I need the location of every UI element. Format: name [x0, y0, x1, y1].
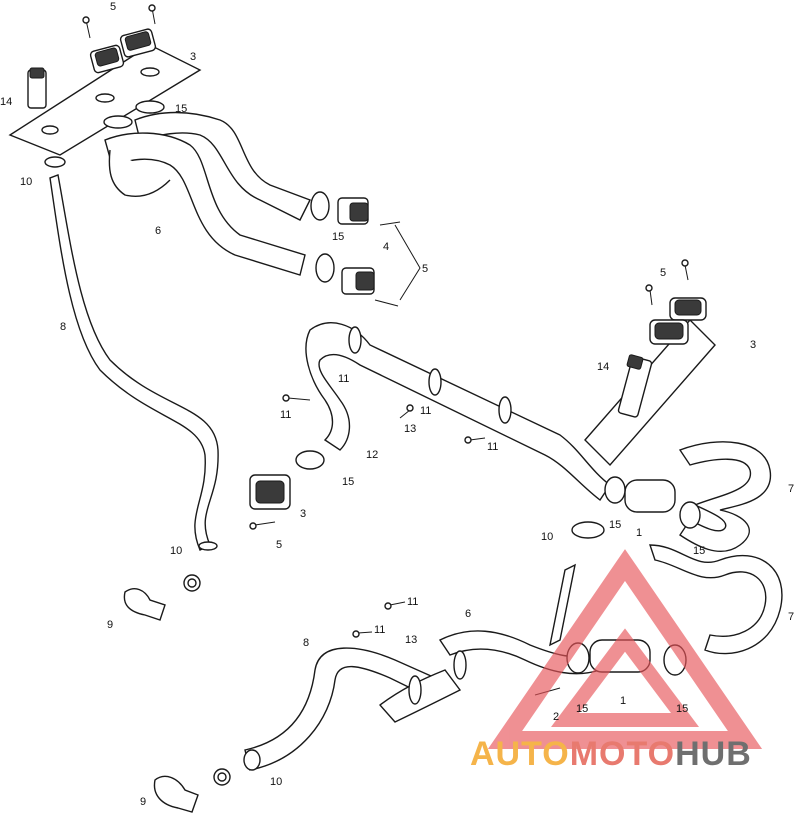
hose-7-lower: [649, 544, 783, 655]
watermark-triangle: [487, 549, 763, 749]
deck-plate-right: [584, 318, 716, 467]
callout-3-center: 3: [300, 508, 306, 520]
callout-15-center: 15: [342, 476, 354, 488]
outlet-4-lower: [341, 267, 375, 295]
hose-8-left: [49, 174, 219, 551]
elbow-9-left: [123, 574, 201, 621]
callout-11-a: 11: [338, 373, 349, 385]
callout-10-left: 10: [170, 545, 182, 557]
callout-8-left: 8: [60, 321, 66, 333]
callout-15-top: 15: [175, 103, 187, 115]
callout-11-e: 11: [407, 596, 418, 608]
callout-15-lower-b: 15: [676, 703, 688, 715]
callout-5-right: 5: [660, 267, 666, 279]
callout-12: 12: [366, 449, 378, 461]
hose-main-center: [305, 322, 611, 502]
callout-6-top: 6: [155, 225, 161, 237]
logo-moto: MOTO: [569, 735, 676, 773]
elbow-9-bottom: [153, 768, 231, 813]
callout-10-top: 10: [20, 176, 32, 188]
ring-10-left: [198, 541, 218, 551]
outlet-3-center: [249, 474, 291, 510]
callout-7-lower: 7: [788, 611, 794, 623]
logo-hub: HUB: [675, 735, 752, 773]
vent-grille-right-a: [669, 297, 707, 321]
clamp-15-right-b: [679, 501, 701, 529]
callout-9-left: 9: [107, 619, 113, 631]
callout-15-right-a: 15: [609, 519, 621, 531]
callout-4: 4: [383, 241, 389, 253]
hose-6-lower: [104, 132, 306, 276]
callout-15-mid: 15: [332, 231, 344, 243]
right-assembly: [153, 259, 783, 813]
callout-3-top: 3: [190, 51, 196, 63]
callout-2: 2: [553, 711, 559, 723]
vent-grille-top-left-b: [119, 28, 157, 58]
clamp-15-d: [103, 115, 133, 129]
clamp-15-c: [135, 100, 165, 114]
callout-8-lower: 8: [303, 637, 309, 649]
center-assembly: [249, 322, 611, 530]
ring-10-top: [44, 156, 66, 168]
vent-tube-14-right: [617, 354, 653, 418]
callout-labels: 5 3 14 15 10 6 15 4 5 8 5 3 14 11 11 11 …: [0, 1, 794, 808]
callout-10-center: 10: [541, 531, 553, 543]
outlet-4-upper: [337, 197, 369, 225]
clamp-15-b: [315, 253, 335, 283]
callout-7-top: 7: [788, 483, 794, 495]
hose-7-upper: [678, 441, 772, 552]
clamp-15-a: [310, 191, 330, 221]
callout-5-top: 5: [110, 1, 116, 13]
ring-10-center: [571, 521, 605, 539]
muffler-1-upper: [604, 476, 701, 529]
callout-13-a: 13: [404, 423, 416, 435]
clamp-15-center: [295, 450, 325, 470]
callout-1-lower: 1: [620, 695, 626, 707]
vent-grille-top-left-a: [89, 44, 125, 74]
callout-6-lower: 6: [465, 608, 471, 620]
ring-10-bottom: [243, 749, 261, 771]
top-left-assembly: [8, 4, 421, 621]
callout-5-center: 5: [276, 539, 282, 551]
callout-5-mid: 5: [422, 263, 428, 275]
callout-15-right-b: 15: [693, 545, 705, 557]
callout-11-b: 11: [280, 409, 291, 421]
callout-14-top: 14: [0, 96, 12, 108]
callout-11-f: 11: [374, 624, 385, 636]
vent-grille-right-b: [649, 319, 689, 345]
callout-11-d: 11: [487, 441, 498, 453]
callout-13-b: 13: [405, 634, 417, 646]
vent-tube-14: [27, 67, 47, 109]
callout-3-right: 3: [750, 339, 756, 351]
callout-15-lower-a: 15: [576, 703, 588, 715]
callout-9-bottom: 9: [140, 796, 146, 808]
callout-11-c: 11: [420, 405, 431, 417]
clamp-15-right-a: [604, 476, 626, 504]
watermark-logo: AUTOMOTOHUB: [470, 735, 752, 774]
hose-6-upper: [134, 111, 311, 221]
logo-auto: AUTO: [470, 735, 570, 773]
callout-14-right: 14: [597, 361, 609, 373]
callout-1-top: 1: [636, 527, 642, 539]
callout-10-bottom: 10: [270, 776, 282, 788]
